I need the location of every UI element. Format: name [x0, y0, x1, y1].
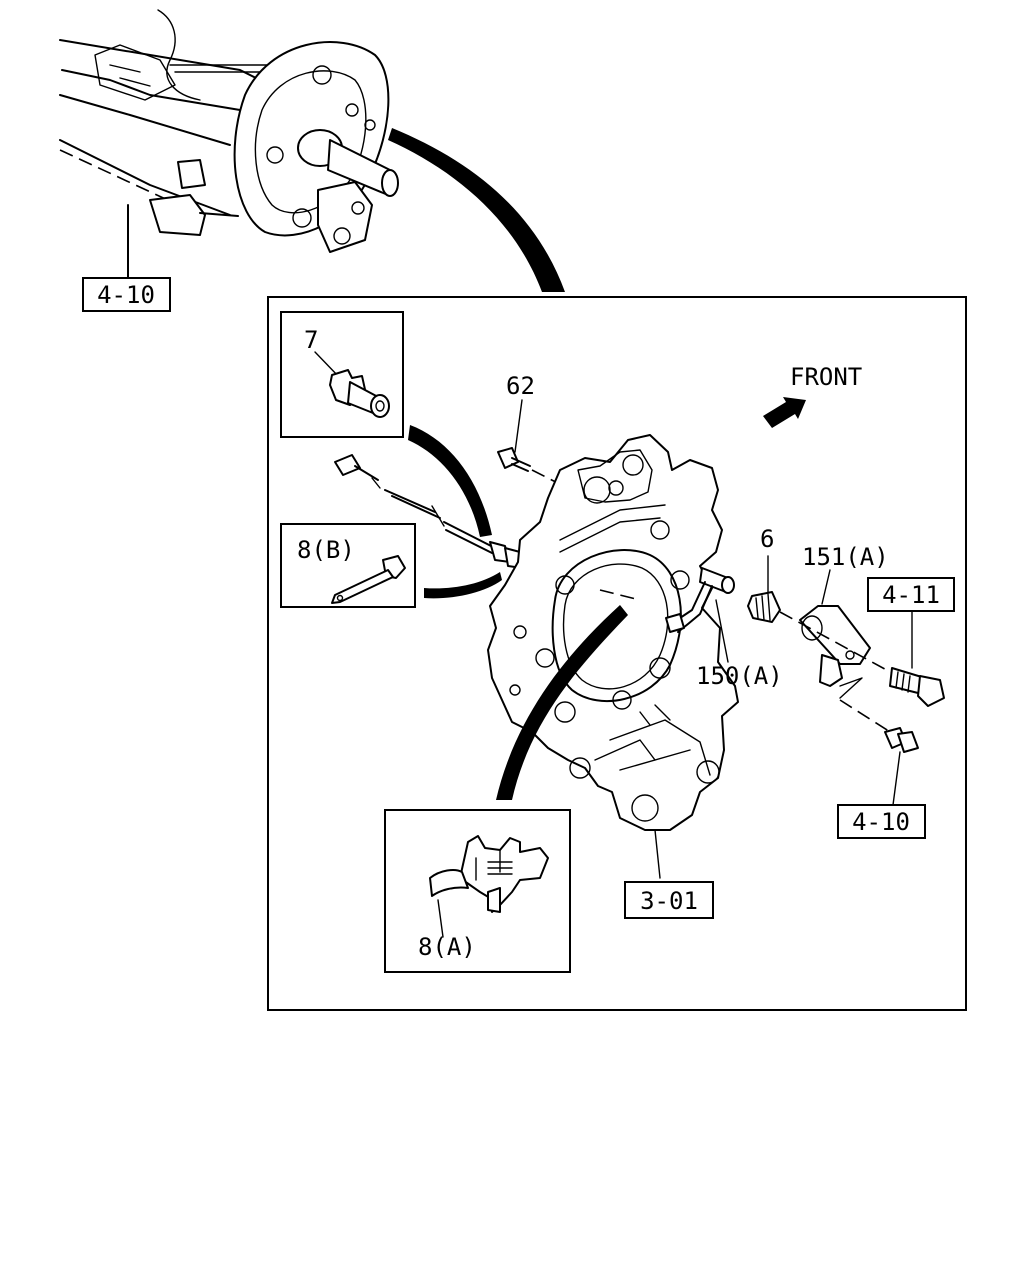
parking-brake-cable — [334, 454, 641, 601]
axle-assembly-overview — [59, 9, 399, 279]
leader-3-01 — [654, 829, 661, 879]
ref-4-10-right-label: 4-10 — [852, 808, 910, 836]
callout-7[interactable]: 7 — [304, 326, 318, 354]
ref-box-4-11[interactable]: 4-11 — [867, 577, 955, 612]
callout-8a[interactable]: 8(A) — [418, 933, 476, 961]
ref-3-01-label: 3-01 — [640, 887, 698, 915]
front-direction-indicator: FRONT — [763, 363, 862, 428]
part-6-nut: 6 — [747, 525, 781, 623]
inset-part-8b: 8(B) — [280, 523, 416, 608]
inset-part-7: 7 — [280, 311, 404, 438]
front-label: FRONT — [790, 363, 862, 391]
leader-150a — [715, 599, 729, 663]
ref-box-4-10-right[interactable]: 4-10 — [837, 804, 926, 839]
part-151a-lever: 151(A) — [779, 543, 906, 736]
inset-part-8a: 8(A) — [384, 809, 571, 973]
front-arrow-icon — [763, 397, 806, 428]
ref-box-4-10-top[interactable]: 4-10 — [82, 277, 171, 312]
detail-pointer-arc — [388, 128, 565, 292]
inset-8b-pointer — [424, 572, 502, 599]
callout-151a[interactable]: 151(A) — [802, 543, 889, 571]
brake-backing-plate — [487, 434, 739, 831]
inset-7-pointer — [408, 425, 492, 537]
bolt-4-10-right — [884, 727, 919, 806]
callout-8b[interactable]: 8(B) — [297, 536, 355, 564]
ref-box-3-01[interactable]: 3-01 — [624, 881, 714, 919]
callout-6[interactable]: 6 — [760, 525, 774, 553]
callout-62[interactable]: 62 — [506, 372, 535, 400]
bolt-4-11 — [889, 611, 945, 707]
ref-4-11-label: 4-11 — [882, 581, 940, 609]
callout-150a[interactable]: 150(A) — [696, 662, 783, 690]
inset-8a-pointer — [496, 605, 628, 800]
ref-4-10-top-label: 4-10 — [97, 281, 155, 309]
